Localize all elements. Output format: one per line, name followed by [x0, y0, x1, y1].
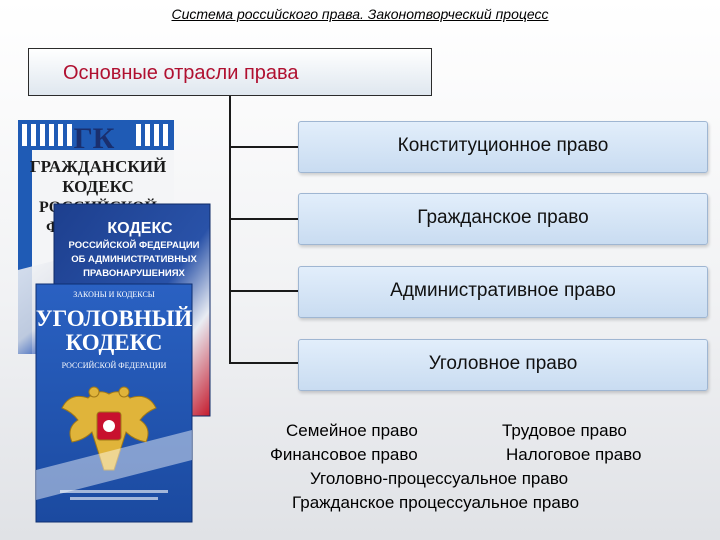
main-branches-box: Основные отрасли права: [28, 48, 432, 96]
tree-branch-line-3: [229, 290, 299, 292]
extra-tax-law: Налоговое право: [506, 445, 642, 464]
gk-title-line-2: КОДЕКС: [62, 177, 134, 196]
uk-title-line-1: УГОЛОВНЫЙ: [36, 306, 193, 331]
koap-title-line-1: КОДЕКС: [107, 220, 173, 237]
branch-constitutional-law: Конституционное право: [298, 121, 708, 173]
uk-subtitle-text: РОССИЙСКОЙ ФЕДЕРАЦИИ: [62, 361, 167, 370]
coat-of-arms-icon: [61, 386, 157, 471]
uk-series-text: ЗАКОНЫ И КОДЕКСЫ: [73, 290, 155, 299]
tree-trunk-line: [229, 96, 231, 364]
extra-financial-law: Финансовое право: [270, 445, 418, 464]
extra-labor-law: Трудовое право: [502, 421, 627, 440]
branch-criminal-law: Уголовное право: [298, 339, 708, 391]
extra-civil-procedure-law: Гражданское процессуальное право: [292, 493, 580, 512]
branch-civil-law: Гражданское право: [298, 193, 708, 245]
uk-title-line-2: КОДЕКС: [66, 330, 163, 355]
gk-abbr-text: ГК: [74, 122, 115, 155]
koap-title-line-2: РОССИЙСКОЙ ФЕДЕРАЦИИ: [68, 239, 199, 251]
extra-family-law: Семейное право: [286, 421, 418, 440]
gk-title-line-1: ГРАЖДАНСКИЙ: [30, 157, 166, 176]
koap-title-line-4: ПРАВОНАРУШЕНИЯХ: [83, 268, 185, 279]
koap-title-line-3: ОБ АДМИНИСТРАТИВНЫХ: [71, 254, 197, 265]
tree-branch-line-1: [229, 146, 299, 148]
branch-administrative-law: Административное право: [298, 266, 708, 318]
tree-branch-line-2: [229, 218, 299, 220]
extra-criminal-procedure-law: Уголовно-процессуальное право: [310, 469, 569, 488]
tree-branch-line-4: [229, 362, 299, 364]
page-title: Система российского права. Законотворчес…: [171, 6, 549, 22]
criminal-code-book: ЗАКОНЫ И КОДЕКСЫ УГОЛОВНЫЙ КОДЕКС РОССИЙ…: [35, 283, 193, 523]
